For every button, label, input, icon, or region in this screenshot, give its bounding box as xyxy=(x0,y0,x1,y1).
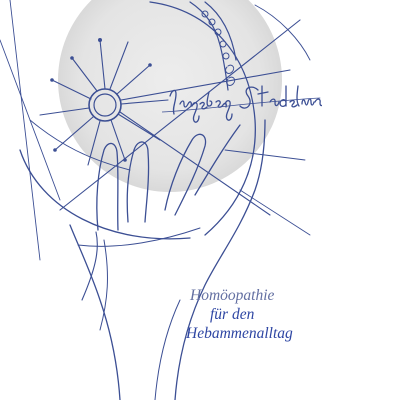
finger-2 xyxy=(126,141,150,223)
title-line-3: Hebammenalltag xyxy=(186,325,293,342)
finger-3 xyxy=(164,133,207,216)
title-line-1: Homöopathie xyxy=(190,287,275,304)
hand-outline xyxy=(69,224,121,400)
outer-arc xyxy=(149,1,256,236)
title-line-2: für den xyxy=(210,306,255,323)
signature-drawing xyxy=(161,85,325,123)
finger-1 xyxy=(96,142,119,231)
wheel-spokes xyxy=(39,19,301,216)
author-signature: Ingeborg Stadelmann xyxy=(161,72,325,130)
book-title: Homöopathie für den Hebammenalltag xyxy=(186,286,366,343)
